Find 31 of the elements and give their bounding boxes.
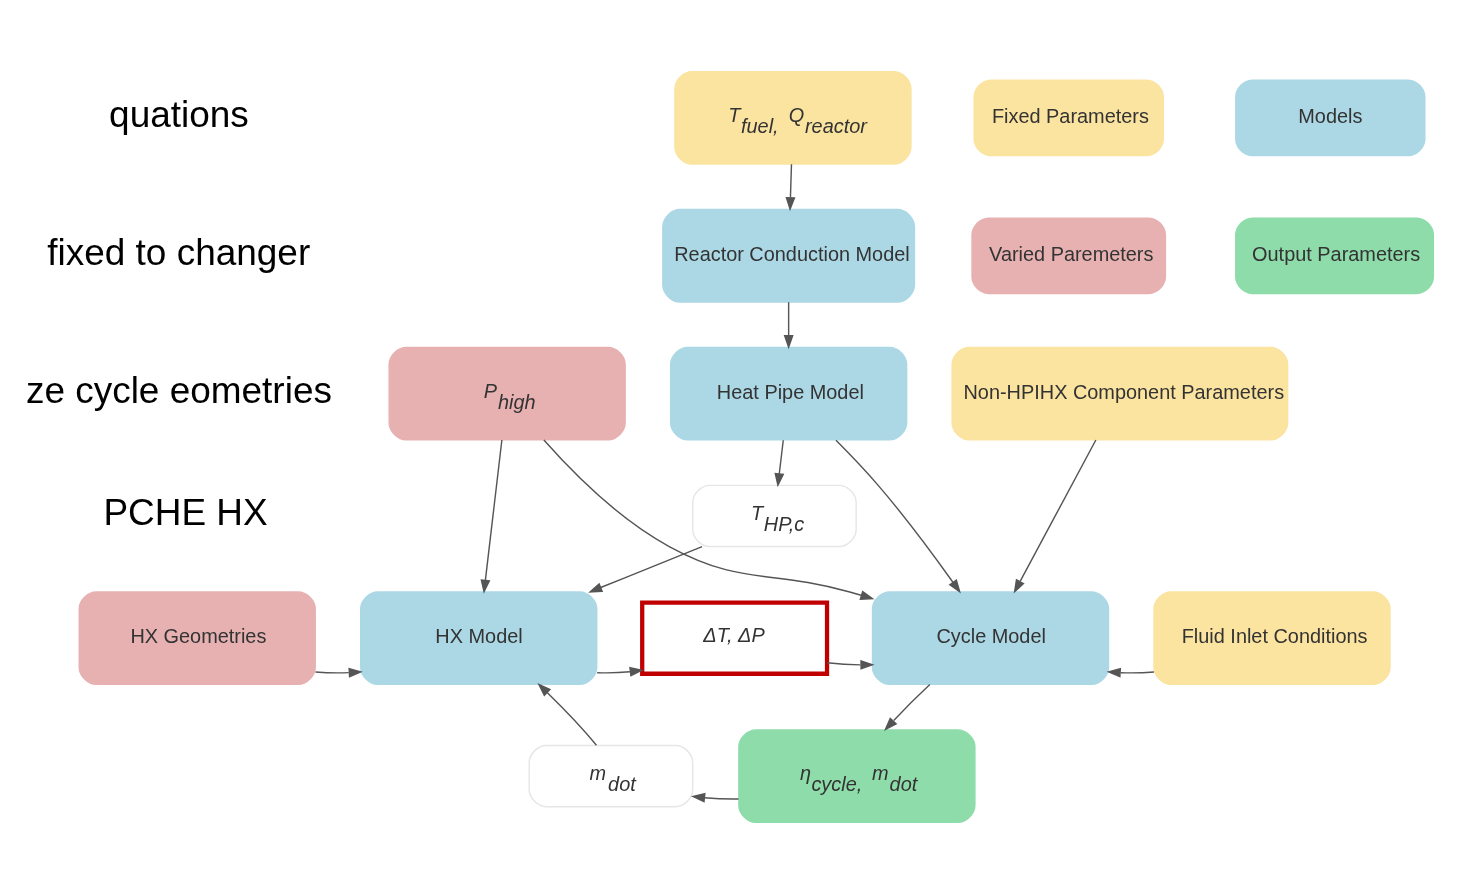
arrow [537,682,598,746]
arrow [883,683,931,731]
arrow [774,439,785,487]
arrow [588,545,703,593]
arrow [543,438,875,600]
arrow [480,438,503,594]
label: fixed to changer [47,231,311,273]
node-box: Fluid Inlet Conditions [1153,590,1391,685]
node-box: HX Model [360,590,598,685]
arrow [826,659,875,670]
arrow [690,792,740,803]
arrow [596,666,644,677]
arrow [314,667,363,678]
arrow [1106,667,1155,678]
node-box: Cycle Model [871,590,1110,685]
legend-label: Fixed Parameters [991,104,1149,127]
legend-label: Output Parameters [1252,242,1421,265]
label: ze cycle eometries [25,369,332,411]
label: quations [109,93,249,135]
label: PCHE HX [103,491,268,533]
arrow [785,163,796,211]
arrow [1013,438,1097,594]
arrow [835,439,961,594]
node-box: HX Geometries [78,590,316,685]
node-box: Heat Pipe Model [669,346,908,441]
legend-label: Models [1298,104,1363,127]
legend-label: Varied Paremeters [989,242,1154,265]
arrow [783,300,794,349]
node-box: Non-HPIHX Component Parameters [951,346,1289,441]
node-box: Reactor Conduction Model [662,208,916,303]
node-box: ΔT, ΔP [640,600,830,676]
